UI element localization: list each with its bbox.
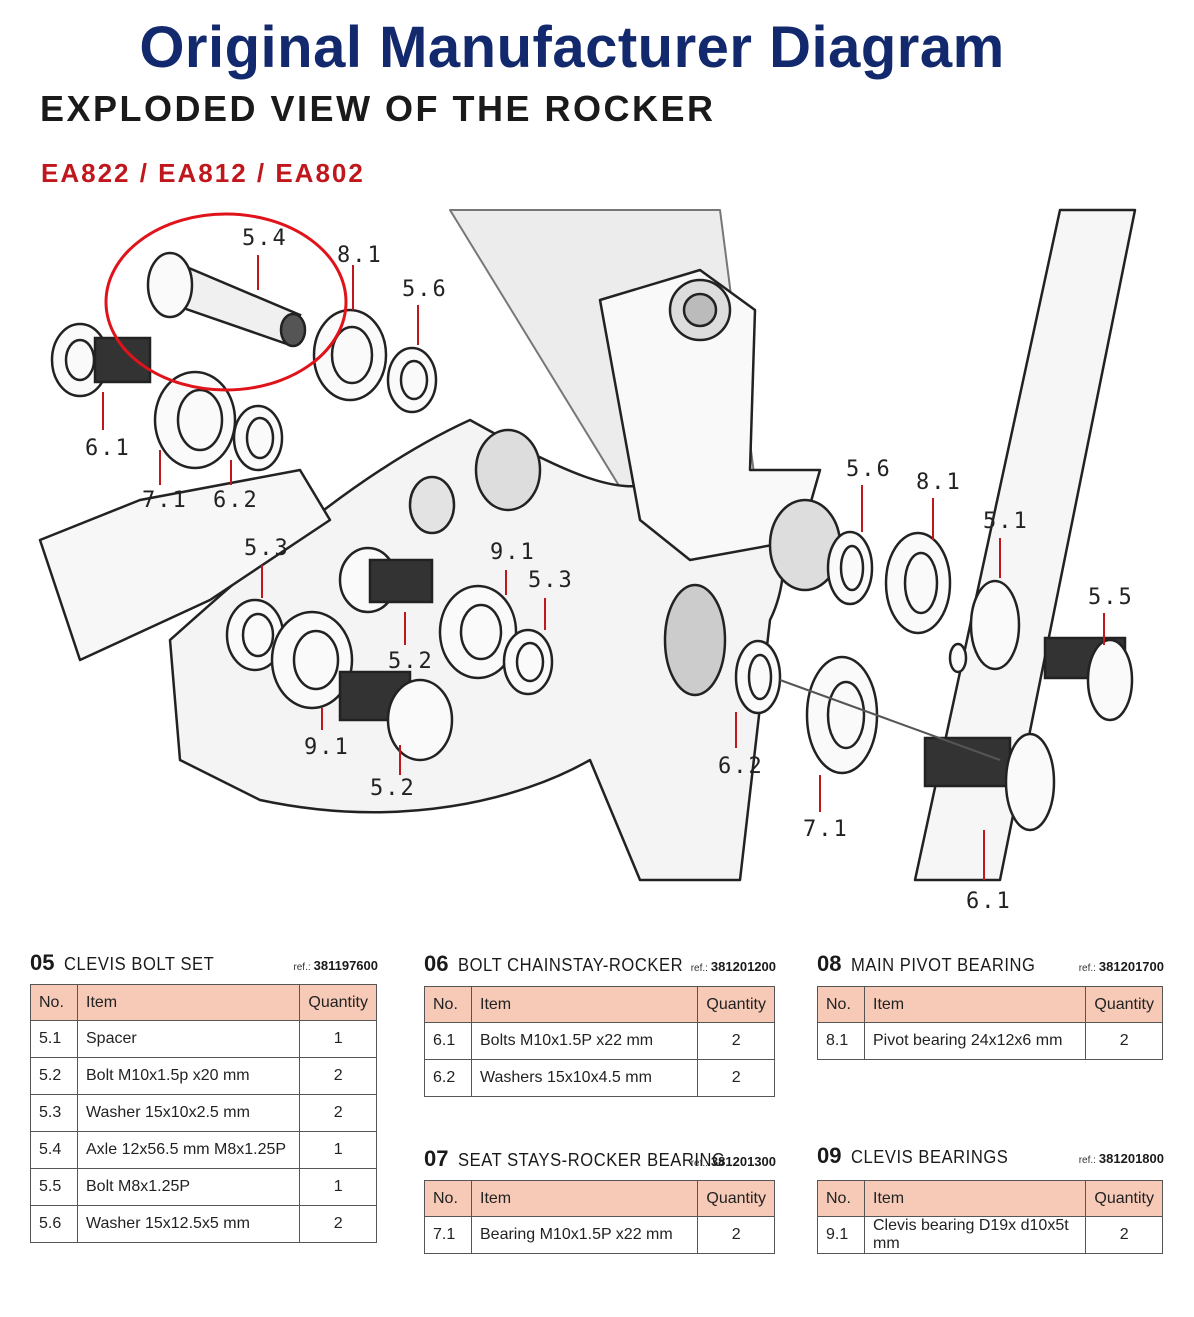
callout-6-1: 6.1: [966, 889, 1012, 914]
section-ref: ref.:381201800: [1078, 1151, 1164, 1166]
col-header-quantity: Quantity: [1085, 1180, 1163, 1217]
callout-7-1: 7.1: [803, 817, 849, 842]
col-header-item: Item: [863, 986, 1087, 1023]
callout-5-2: 5.2: [370, 776, 416, 801]
section-title: BOLT CHAINSTAY-ROCKER: [458, 955, 684, 975]
callout-5-6: 5.6: [846, 457, 892, 482]
col-header-quantity: Quantity: [1085, 986, 1163, 1023]
col-header-quantity: Quantity: [697, 1180, 775, 1217]
col-header-item: Item: [863, 1180, 1087, 1217]
section-number: 07: [424, 1146, 449, 1171]
callout-6-1: 6.1: [85, 436, 131, 461]
callout-8-1: 8.1: [916, 470, 962, 495]
col-header-no: No.: [817, 1180, 865, 1217]
col-header-no: No.: [817, 986, 865, 1023]
callout-5-6: 5.6: [402, 277, 448, 302]
table-05-clevis-bolt-set: 05 CLEVIS BOLT SET ref.:381197600 No. It…: [30, 950, 378, 1250]
section-number: 09: [817, 1143, 842, 1168]
diagram-subtitle: EXPLODED VIEW OF THE ROCKER: [40, 88, 716, 129]
rocker-arm: [598, 268, 822, 562]
callout-9-1: 9.1: [490, 540, 536, 565]
callout-6-2: 6.2: [213, 488, 259, 513]
diagram-title: Original Manufacturer Diagram: [139, 15, 1005, 80]
col-header-no: No.: [30, 984, 78, 1021]
callout-6-2: 6.2: [718, 754, 764, 779]
chainstay: [38, 468, 332, 662]
section-number: 08: [817, 951, 842, 976]
callout-5-3: 5.3: [528, 568, 574, 593]
col-header-item: Item: [76, 984, 301, 1021]
callout-8-1: 8.1: [337, 243, 383, 268]
section-title: SEAT STAYS-ROCKER BEARING: [458, 1150, 726, 1170]
table-08-main-pivot-bearing: 08 MAIN PIVOT BEARING ref.:381201700 No.…: [817, 951, 1164, 1061]
section-title: CLEVIS BEARINGS: [851, 1147, 1009, 1167]
section-ref: ref.:381197600: [293, 958, 378, 973]
col-header-no: No.: [424, 986, 472, 1023]
callout-5-1: 5.1: [983, 509, 1029, 534]
callout-5-3: 5.3: [244, 536, 290, 561]
section-ref: ref.:381201300: [690, 1154, 776, 1169]
col-header-quantity: Quantity: [299, 984, 377, 1021]
callout-9-1: 9.1: [304, 735, 350, 760]
exploded-view-drawing: 5.4 8.1 5.6 6.1 7.1 6.2 5.3 9.1 5.3 5.2 …: [38, 208, 1137, 914]
table-07-seat-stays-rocker-bearing: 07 SEAT STAYS-ROCKER BEARING ref.:381201…: [424, 1146, 776, 1254]
col-header-item: Item: [470, 986, 699, 1023]
model-numbers: EA822 / EA812 / EA802: [41, 158, 365, 188]
callout-5-4: 5.4: [242, 226, 288, 251]
section-title: CLEVIS BOLT SET: [64, 954, 215, 974]
section-ref: ref.:381201200: [690, 959, 776, 974]
section-title: MAIN PIVOT BEARING: [851, 955, 1036, 975]
section-ref: ref.:381201700: [1078, 959, 1164, 974]
section-number: 05: [30, 950, 55, 975]
highlight-ellipse: [104, 212, 348, 392]
callout-7-1: 7.1: [142, 488, 188, 513]
col-header-quantity: Quantity: [697, 986, 775, 1023]
callout-5-2: 5.2: [388, 649, 434, 674]
table-06-bolt-chainstay-rocker: 06 BOLT CHAINSTAY-ROCKER ref.:381201200 …: [424, 951, 776, 1101]
col-header-no: No.: [424, 1180, 472, 1217]
col-header-item: Item: [470, 1180, 699, 1217]
table-09-clevis-bearings: 09 CLEVIS BEARINGS ref.:381201800 No. It…: [817, 1143, 1164, 1254]
section-number: 06: [424, 951, 449, 976]
callout-5-5: 5.5: [1088, 585, 1134, 610]
